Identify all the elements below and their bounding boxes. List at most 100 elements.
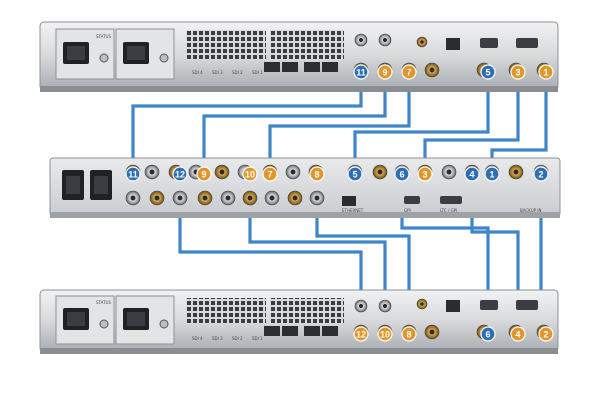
bottom-psu-status-label: STATUS <box>96 300 111 305</box>
bnc-connector <box>197 190 213 206</box>
badge-number: 12 <box>356 330 366 340</box>
port-number-badge: 6 <box>480 326 496 342</box>
badge-number: 11 <box>128 170 138 180</box>
bottom-slot-label: SDI 1 <box>252 336 263 341</box>
bnc-connector <box>424 324 440 340</box>
badge-number: 6 <box>399 170 404 180</box>
top-eth-port <box>446 38 460 50</box>
top-ltc-port <box>516 38 538 48</box>
badge-number: 10 <box>245 170 255 180</box>
badge-number: 3 <box>422 170 427 180</box>
coax-cable <box>268 80 411 166</box>
port-number-badge: 4 <box>464 166 480 182</box>
bnc-connector <box>441 164 457 180</box>
badge-number: 5 <box>352 170 357 180</box>
bnc-connector <box>287 190 303 206</box>
badge-circle <box>262 166 278 182</box>
badge-number: 9 <box>201 170 206 180</box>
bottom-gpi-port <box>480 300 498 310</box>
top-psu-1: STATUS <box>55 28 115 80</box>
bottom-psu-2 <box>115 295 175 345</box>
badge-circle <box>464 166 480 182</box>
bottom-vent-grille <box>186 298 266 324</box>
bnc-connector <box>144 164 160 180</box>
bnc-connector <box>416 298 428 310</box>
bnc-connector <box>125 190 141 206</box>
port-number-badge: 12 <box>353 326 369 342</box>
port-number-badge: 12 <box>172 166 188 182</box>
middle-ltc-label: LTC / GPI <box>440 208 457 213</box>
top-sfp-cages <box>264 62 338 72</box>
badge-number: 9 <box>382 68 387 78</box>
badge-circle <box>242 166 258 182</box>
middle-gpi-port <box>404 196 420 204</box>
badge-circle <box>353 64 369 80</box>
bottom-slot-label: SDI 4 <box>192 336 203 341</box>
badge-number: 2 <box>538 170 543 180</box>
badge-circle <box>125 166 141 182</box>
badge-number: 1 <box>489 170 494 180</box>
badge-number: 1 <box>543 68 548 78</box>
top-psu-status-label: STATUS <box>96 34 111 39</box>
badge-number: 8 <box>314 170 319 180</box>
bnc-connector <box>508 164 524 180</box>
top-vent-grille-2 <box>270 30 344 60</box>
badge-circle <box>401 64 417 80</box>
top-sdi-slots: SDI 4 SDI 3 SDI 2 SDI 1 <box>192 70 263 75</box>
port-number-badge: 8 <box>401 326 417 342</box>
middle-ethernet-port <box>342 196 356 206</box>
port-number-badge: 7 <box>401 64 417 80</box>
bottom-eth-port <box>446 300 460 312</box>
middle-backup-label: BACKUP IN <box>520 208 542 213</box>
port-number-badge: 8 <box>309 166 325 182</box>
port-number-badge: 1 <box>538 64 554 80</box>
badge-number: 6 <box>485 330 490 340</box>
top-psu-2 <box>115 28 175 80</box>
bnc-connector <box>214 164 230 180</box>
coax-cable <box>353 80 490 166</box>
port-number-badge: 9 <box>196 166 212 182</box>
port-number-badge: 10 <box>242 166 258 182</box>
bnc-connector <box>220 190 236 206</box>
port-number-badge: 11 <box>353 64 369 80</box>
badge-number: 12 <box>175 170 185 180</box>
badge-circle <box>480 64 496 80</box>
badge-number: 7 <box>406 68 411 78</box>
bottom-psu-1: STATUS <box>55 295 115 345</box>
bnc-connector <box>285 164 301 180</box>
badge-circle <box>394 166 410 182</box>
top-chassis-shadow <box>40 86 558 92</box>
top-slot-label: SDI 1 <box>252 70 263 75</box>
bnc-connector <box>378 33 392 47</box>
port-number-badge: 5 <box>347 166 363 182</box>
badge-circle <box>353 326 369 342</box>
coax-cable <box>423 80 520 166</box>
bnc-connector <box>242 190 258 206</box>
badge-number: 3 <box>515 68 520 78</box>
bottom-sdi-slots: SDI 4 SDI 3 SDI 2 SDI 1 <box>192 336 263 341</box>
badge-circle <box>538 326 554 342</box>
badge-circle <box>377 64 393 80</box>
coax-cable <box>178 200 363 300</box>
badge-circle <box>347 166 363 182</box>
port-number-badge: 2 <box>538 326 554 342</box>
badge-number: 10 <box>380 330 390 340</box>
badge-circle <box>538 64 554 80</box>
top-slot-label: SDI 3 <box>212 70 223 75</box>
bottom-ltc-port <box>516 300 538 310</box>
bnc-connector <box>378 299 392 313</box>
badge-circle <box>377 326 393 342</box>
badge-number: 2 <box>543 330 548 340</box>
port-number-badge: 6 <box>394 166 410 182</box>
badge-number: 5 <box>485 68 490 78</box>
bnc-connector <box>424 62 440 78</box>
middle-chassis-shadow <box>50 212 560 218</box>
bnc-connector <box>172 190 188 206</box>
badge-number: 4 <box>469 170 474 180</box>
port-number-badge: 1 <box>484 166 500 182</box>
badge-circle <box>401 326 417 342</box>
